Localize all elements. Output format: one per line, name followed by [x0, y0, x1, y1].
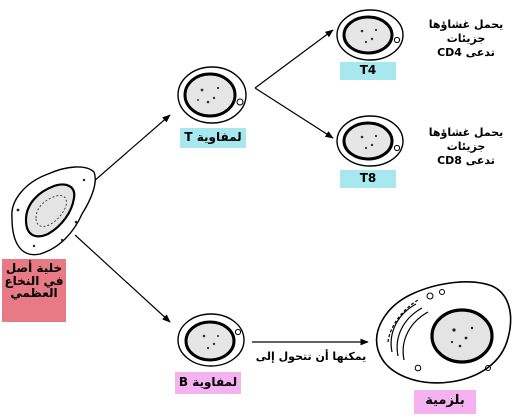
- t8-note: يحمل غشاؤها جزيئات تدعى CD8: [408, 126, 524, 167]
- t4-note-line-2: تدعى CD4: [437, 45, 495, 59]
- plasma-cell-label: بلزمية: [414, 390, 476, 414]
- t8-note-line-1: يحمل غشاؤها جزيئات: [428, 126, 504, 153]
- b-to-plasma-note: يمكنها أن تتحول إلى: [255, 350, 367, 363]
- t8-note-line-2: تدعى CD8: [437, 153, 495, 167]
- t-lymphocyte-label: لمفاوية T: [180, 128, 246, 148]
- t4-note-line-1: يحمل غشاؤها جزيئات: [428, 18, 504, 45]
- stem-cell-label: خلية أصل في النخاع العظمي: [2, 259, 66, 322]
- b-lymphocyte-drawing: [177, 313, 245, 367]
- arrow-stem-to-b: [74, 234, 171, 323]
- t8-label: T8: [340, 170, 396, 188]
- t4-label: T4: [340, 62, 396, 80]
- t4-note: يحمل غشاؤها جزيئات تدعى CD4: [408, 18, 524, 59]
- plasma-cell-drawing: [375, 281, 512, 384]
- t-lymphocyte-drawing: [177, 66, 247, 124]
- t4-cell-drawing: [336, 9, 404, 61]
- stem-cell-drawing: [11, 166, 96, 256]
- arrow-t-to-t4: [254, 29, 334, 89]
- arrow-t-to-t8: [254, 87, 334, 139]
- t8-cell-drawing: [336, 115, 404, 167]
- b-lymphocyte-label: لمفاوية B: [175, 372, 241, 394]
